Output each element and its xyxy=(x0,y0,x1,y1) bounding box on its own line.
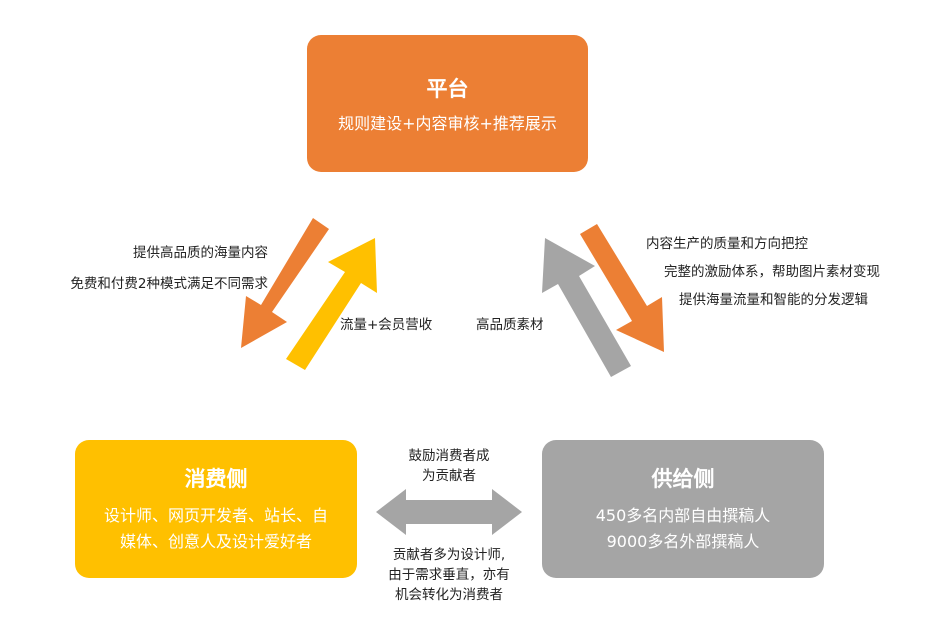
arrow-consumer-supplier-exchange xyxy=(376,489,522,535)
label-exchange-top-line-2: 为贡献者 xyxy=(422,468,476,484)
supplier-description-line-2: 9000多名外部撰稿人 xyxy=(606,532,760,551)
label-to-supplier-3: 提供海量流量和智能的分发逻辑 xyxy=(679,292,868,308)
consumer-description: 设计师、网页开发者、站长、自 媒体、创意人及设计爱好者 xyxy=(75,503,357,555)
arrow-platform-to-supplier xyxy=(580,224,664,352)
arrow-consumer-to-platform xyxy=(286,238,377,370)
arrow-supplier-to-platform xyxy=(542,238,631,377)
label-to-supplier-1: 内容生产的质量和方向把控 xyxy=(646,236,808,252)
label-exchange-bottom-line-1: 贡献者多为设计师, xyxy=(392,547,506,563)
label-exchange-bottom-line-3: 机会转化为消费者 xyxy=(395,587,503,603)
label-to-supplier-2: 完整的激励体系，帮助图片素材变现 xyxy=(664,264,880,280)
supplier-box: 供给侧 450多名内部自由撰稿人 9000多名外部撰稿人 xyxy=(542,440,824,578)
label-exchange-bottom-line-2: 由于需求垂直，亦有 xyxy=(388,567,510,583)
label-from-consumer: 流量+会员营收 xyxy=(340,317,433,333)
supplier-description-line-1: 450多名内部自由撰稿人 xyxy=(595,506,771,525)
label-to-consumer-2: 免费和付费2种模式满足不同需求 xyxy=(70,276,268,292)
label-exchange-top-line-1: 鼓励消费者成 xyxy=(408,448,490,464)
arrow-platform-to-consumer xyxy=(241,218,329,348)
platform-title: 平台 xyxy=(426,77,469,101)
consumer-box: 消费侧 设计师、网页开发者、站长、自 媒体、创意人及设计爱好者 xyxy=(75,440,357,578)
platform-description: 规则建设+内容审核+推荐展示 xyxy=(338,114,557,133)
supplier-description: 450多名内部自由撰稿人 9000多名外部撰稿人 xyxy=(542,503,824,555)
consumer-description-line-2: 媒体、创意人及设计爱好者 xyxy=(119,532,312,551)
platform-box: 平台 规则建设+内容审核+推荐展示 xyxy=(307,35,588,172)
label-exchange-bottom: 贡献者多为设计师, 由于需求垂直，亦有 机会转化为消费者 xyxy=(371,545,527,605)
consumer-description-line-1: 设计师、网页开发者、站长、自 xyxy=(103,506,328,525)
consumer-title: 消费侧 xyxy=(184,467,248,491)
supplier-title: 供给侧 xyxy=(651,467,715,491)
label-to-consumer-1: 提供高品质的海量内容 xyxy=(133,245,268,261)
label-exchange-top: 鼓励消费者成 为贡献者 xyxy=(381,446,517,486)
label-from-supplier: 高品质素材 xyxy=(476,317,544,333)
